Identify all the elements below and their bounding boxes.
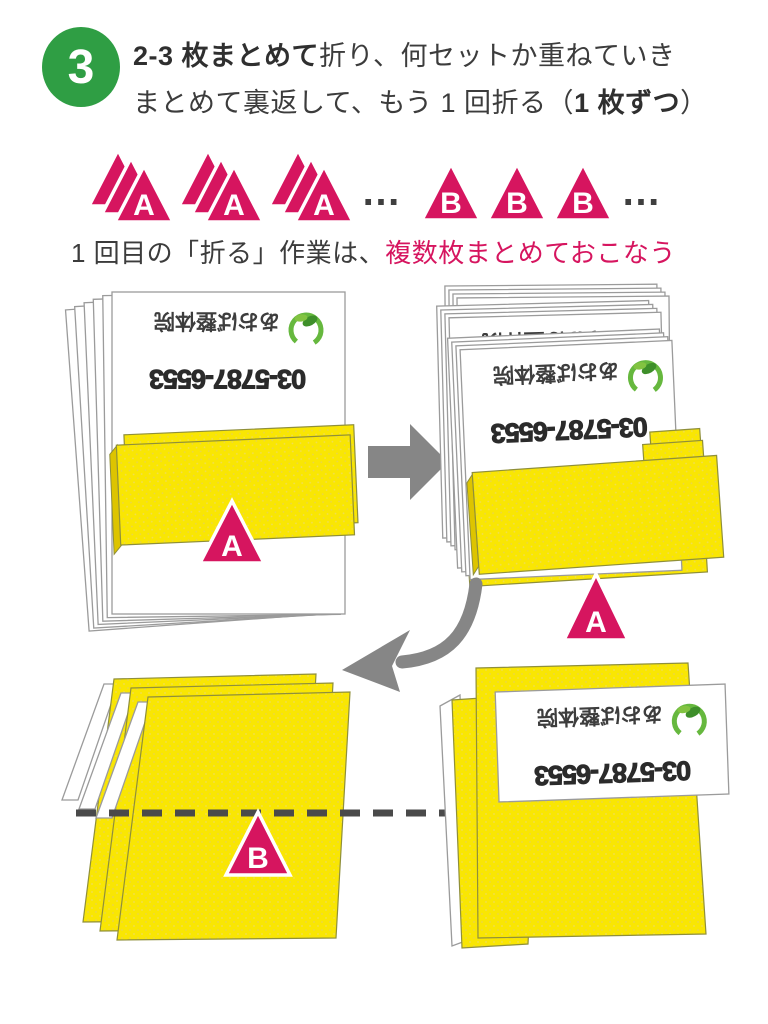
flyer-print-upside-down: 03-5787-6553 あおば整体院 <box>148 309 327 395</box>
clinic-name: あおば整体院 <box>493 358 620 387</box>
caption-highlight: 複数枚まとめておこなう <box>385 238 676 268</box>
flipped-folded-stack: B <box>61 673 448 941</box>
yellow-front-layer <box>471 454 725 575</box>
folded-flyer-card: 03-5787-6553 あおば整体院 <box>494 683 730 803</box>
label-a: A <box>221 530 243 563</box>
triangle-front <box>202 162 266 224</box>
legend-caption: 1 回目の「折る」作業は、複数枚まとめておこなう <box>71 233 676 270</box>
caption-plain: 1 回目の「折る」作業は、 <box>71 238 386 268</box>
triangle-b <box>551 160 615 222</box>
arrow-right-icon <box>368 424 448 500</box>
phone-number: 03-5787-6553 <box>149 364 306 394</box>
legend-stacked-triangles-a: A A A <box>86 146 356 224</box>
yellow-folded-sheet <box>466 427 725 577</box>
white-card <box>494 683 730 803</box>
label-a: A <box>133 189 155 222</box>
triangle-b <box>485 160 549 222</box>
flyer-sets-nested: 03-5787-6553 あおば整体院 03-5787-6553 あおば整体院 <box>436 283 725 642</box>
label-b: B <box>247 842 269 875</box>
instruction-line-1: 2-3 枚まとめて折り、何セットか重ねていき <box>133 41 676 71</box>
curved-arrow-icon <box>342 577 483 692</box>
flyer-stack-flat: 03-5787-6553 あおば整体院 A <box>64 291 359 632</box>
triangle-front <box>112 162 176 224</box>
ellipsis: … <box>621 170 661 214</box>
triangle-a-marker <box>197 497 267 565</box>
label-a: A <box>223 189 245 222</box>
step-number: 3 <box>67 40 95 94</box>
legend-single-triangles-b: B B B <box>419 160 615 222</box>
ellipsis: … <box>361 170 401 214</box>
label-b: B <box>440 187 462 220</box>
triangle-b-marker <box>223 808 293 877</box>
step-instruction: 2-3 枚まとめて折り、何セットか重ねていき まとめて裏返して、もう 1 回折る… <box>133 33 708 127</box>
label-b: B <box>572 187 594 220</box>
label-a: A <box>585 606 607 639</box>
flyer-print-upside-down: 03-5787-6553 あおば整体院 <box>490 356 670 449</box>
label-a: A <box>313 189 335 222</box>
triangle-front <box>292 162 356 224</box>
phone-number: 03-5787-6553 <box>534 755 692 790</box>
clinic-name: あおば整体院 <box>154 309 280 333</box>
packet-front <box>95 691 351 941</box>
instruction-line-2: まとめて裏返して、もう 1 回折る（1 枚ずつ） <box>133 88 708 118</box>
single-folded-flyer: 03-5787-6553 あおば整体院 <box>439 662 730 949</box>
flyer-print-upside-down: 03-5787-6553 あおば整体院 <box>533 699 713 791</box>
triangle-a-marker <box>561 569 631 642</box>
step-number-badge: 3 <box>42 27 120 107</box>
phone-number: 03-5787-6553 <box>490 412 648 449</box>
label-b: B <box>506 187 528 220</box>
clinic-name: あおば整体院 <box>537 701 664 729</box>
yellow-face <box>116 691 351 941</box>
triangle-b <box>419 160 483 222</box>
set-front: 03-5787-6553 あおば整体院 <box>446 328 725 581</box>
